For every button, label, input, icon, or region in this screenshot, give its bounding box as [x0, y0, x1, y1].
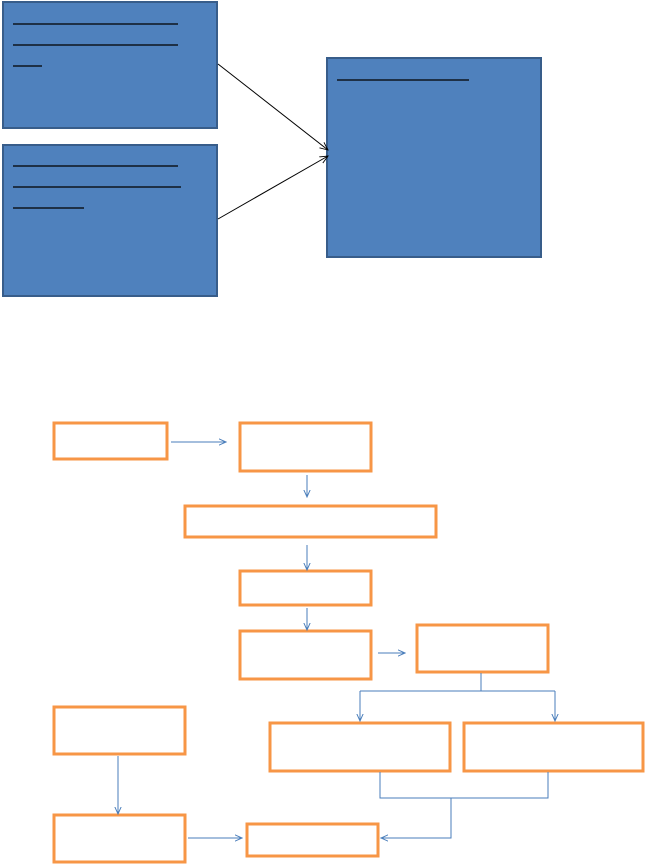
end-box: [245, 822, 380, 858]
branch-left-box: [268, 721, 452, 773]
left-bottom-box: [2, 144, 218, 297]
left-top-box: [2, 1, 218, 129]
branch-right-box: [462, 721, 645, 773]
side-bottom-box: [52, 813, 187, 864]
wide-step-box: [183, 504, 438, 539]
right-box: [326, 57, 542, 258]
merge-to-end-connector: [381, 798, 452, 838]
step-4-box: [238, 569, 373, 607]
split-connector: [360, 673, 482, 692]
side-top-box: [52, 705, 187, 756]
step-5-box: [238, 629, 373, 681]
step-2-box: [238, 421, 373, 473]
start-box: [52, 421, 169, 461]
arrow-top-to-right: [217, 63, 328, 150]
arrow-bottom-to-right: [217, 156, 328, 220]
step-6-box: [415, 623, 550, 674]
merge-connector: [379, 772, 549, 799]
